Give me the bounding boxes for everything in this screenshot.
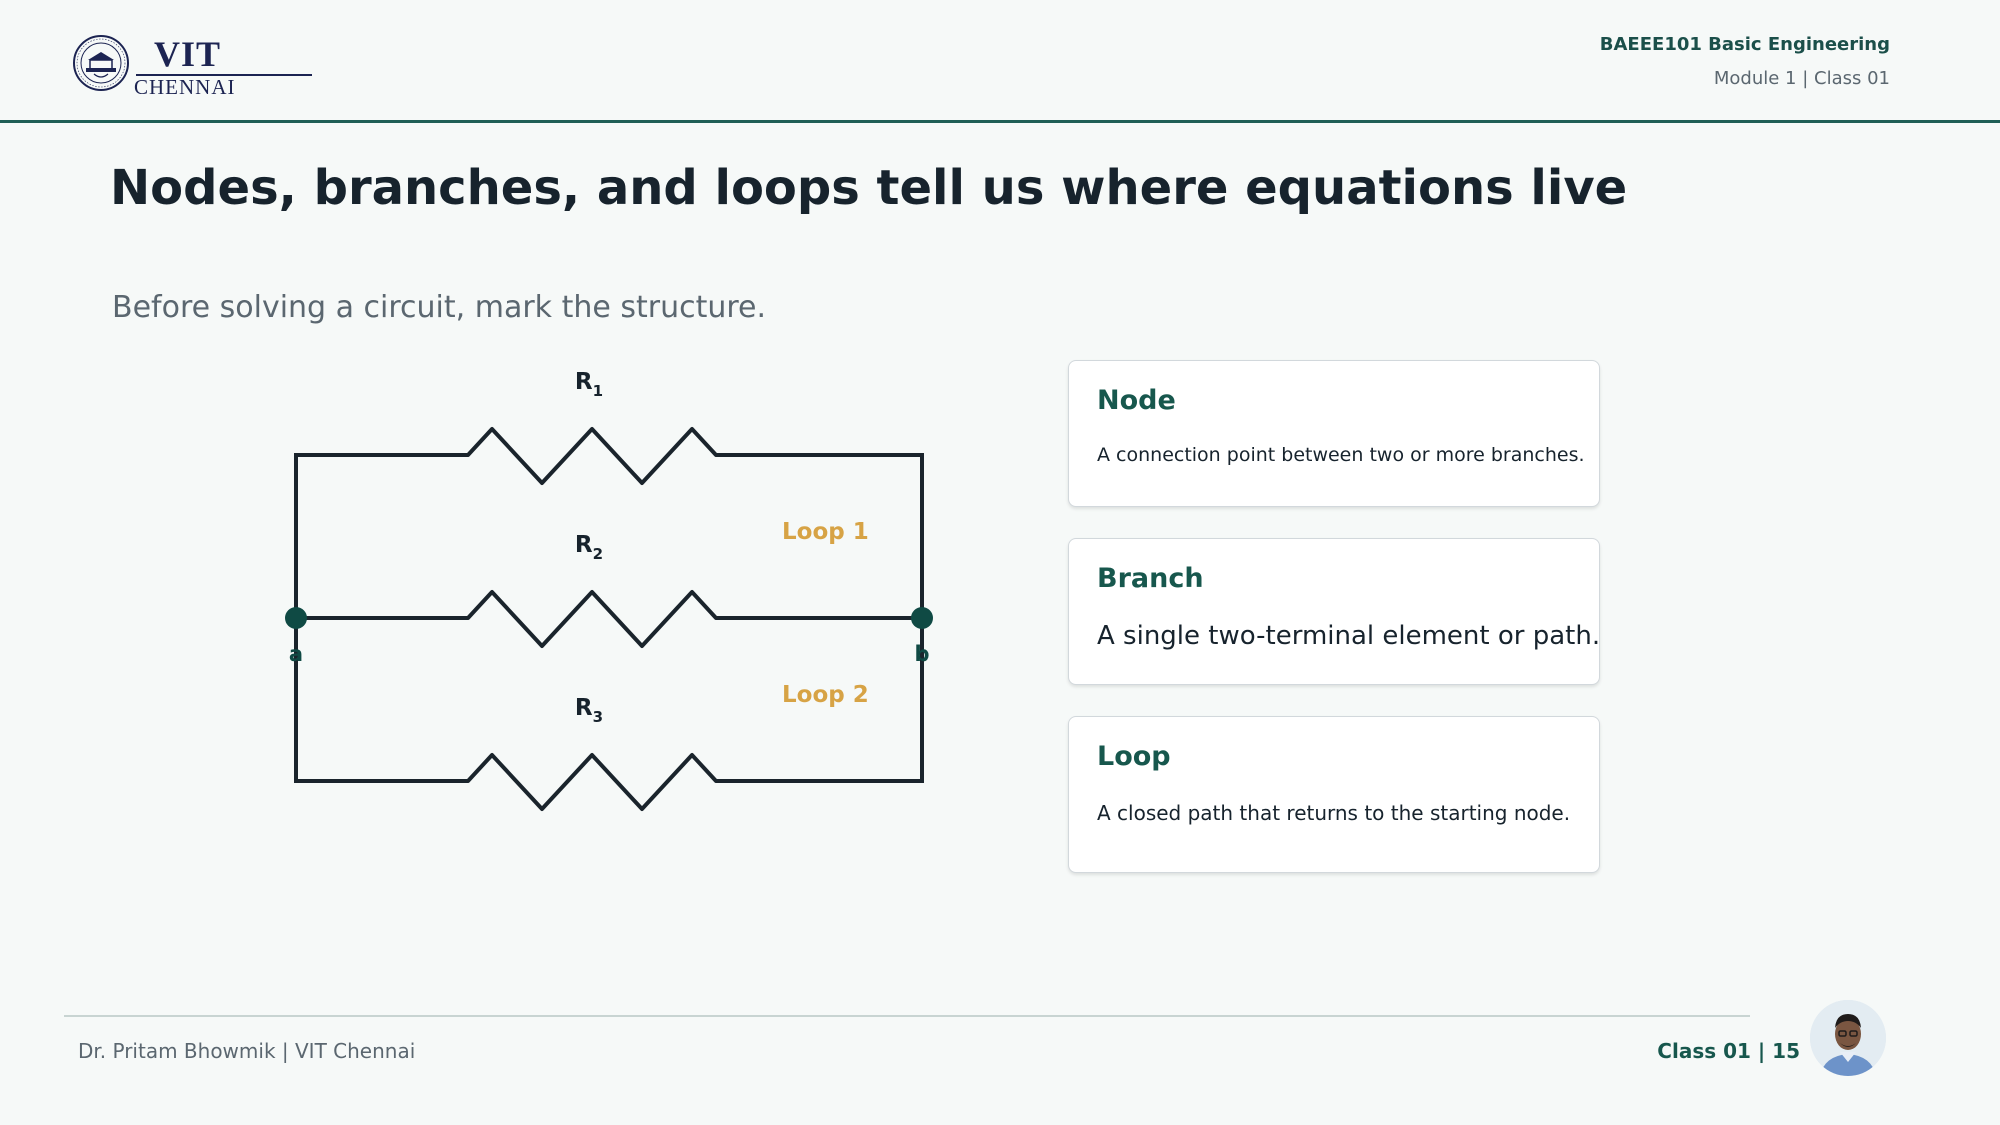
module-class-label: Module 1 | Class 01 bbox=[1713, 68, 1890, 89]
node-a-dot bbox=[285, 607, 307, 629]
node-b-dot bbox=[911, 607, 933, 629]
slide-subtitle: Before solving a circuit, mark the struc… bbox=[112, 290, 767, 325]
circuit-wires bbox=[294, 427, 924, 811]
definition-card-branch: Branch A single two-terminal element or … bbox=[1068, 538, 1600, 685]
card-title-branch: Branch bbox=[1097, 563, 1204, 594]
slide-title: Nodes, branches, and loops tell us where… bbox=[110, 160, 1628, 216]
card-description-node: A connection point between two or more b… bbox=[1097, 444, 1585, 466]
presenter-photo-icon bbox=[1810, 1000, 1886, 1076]
logo-chennai-text: CHENNAI bbox=[134, 75, 236, 99]
resistor-label-r2: R2 bbox=[575, 532, 603, 563]
card-description-loop: A closed path that returns to the starti… bbox=[1097, 801, 1571, 825]
footer-author: Dr. Pritam Bhowmik | VIT Chennai bbox=[78, 1039, 416, 1063]
definition-card-node: Node A connection point between two or m… bbox=[1068, 360, 1600, 507]
institution-seal-icon bbox=[73, 35, 129, 91]
vit-chennai-logo: VIT CHENNAI bbox=[72, 34, 312, 99]
presenter-avatar bbox=[1810, 1000, 1886, 1076]
node-label-b: b bbox=[914, 642, 929, 666]
slide-header: VIT CHENNAI BAEEE101 Basic Engineering M… bbox=[0, 0, 2000, 123]
loop-label-2: Loop 2 bbox=[782, 682, 869, 708]
card-title-node: Node bbox=[1097, 385, 1176, 416]
definition-card-loop: Loop A closed path that returns to the s… bbox=[1068, 716, 1600, 873]
footer-divider bbox=[64, 1015, 1750, 1017]
resistor-label-r3: R3 bbox=[575, 695, 603, 726]
loop-label-1: Loop 1 bbox=[782, 519, 869, 545]
resistor-label-r1: R1 bbox=[575, 369, 603, 400]
wire-r1-branch bbox=[296, 427, 922, 485]
wire-r3-branch bbox=[296, 753, 922, 811]
logo-vit-text: VIT bbox=[154, 34, 222, 74]
footer-page-number: Class 01 | 15 bbox=[1657, 1039, 1800, 1063]
logo-divider bbox=[136, 74, 312, 76]
course-code: BAEEE101 Basic Engineering bbox=[1599, 34, 1890, 55]
wire-r2-branch bbox=[296, 590, 922, 648]
parallel-resistor-circuit: R1 R2 R3 Loop 1 Loop 2 a b bbox=[285, 369, 933, 811]
card-description-branch: A single two-terminal element or path. bbox=[1097, 621, 1601, 651]
node-label-a: a bbox=[289, 642, 303, 666]
card-title-loop: Loop bbox=[1097, 741, 1171, 772]
